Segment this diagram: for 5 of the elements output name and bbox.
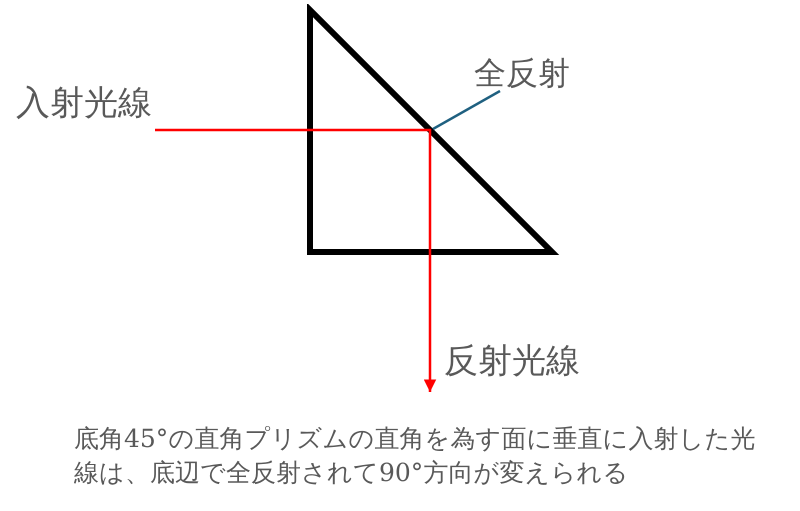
caption: 底角45°の直角プリズムの直角を為す面に垂直に入射した光線は、底辺で全反射されて90°方向が変えられる [74,423,756,489]
ray-label: 反射光線 [444,340,580,383]
ray-label: 入射光線 [16,82,152,125]
callout-label: 全反射 [474,53,570,94]
leader-line [432,90,501,130]
